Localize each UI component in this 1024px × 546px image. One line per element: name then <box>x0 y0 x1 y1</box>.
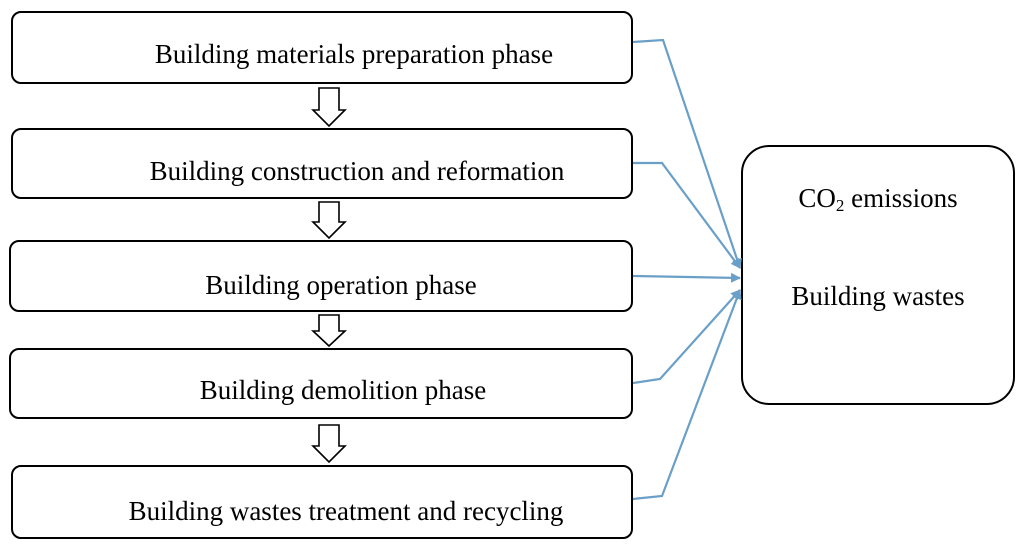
connector-arrow-operation <box>632 272 741 283</box>
output-box: CO2 emissions Building wastes <box>741 145 1015 405</box>
phase-box-materials-preparation: Building materials preparation phase <box>11 11 633 84</box>
connector-arrow-wastes <box>632 289 742 501</box>
phase-label: Building materials preparation phase <box>154 39 554 69</box>
phase-box-wastes-treatment: Building wastes treatment and recycling <box>11 465 633 539</box>
connector-arrow-demolition <box>632 289 741 385</box>
phase-box-construction-reformation: Building construction and reformation <box>11 128 633 199</box>
building-wastes-label: Building wastes <box>791 281 965 311</box>
down-arrow-icon <box>311 201 347 240</box>
connector-arrow-construction <box>633 161 741 269</box>
phase-label: Building demolition phase <box>199 375 487 405</box>
phase-box-demolition: Building demolition phase <box>9 348 633 419</box>
connector-arrow-materials <box>632 38 742 269</box>
phase-label: Building construction and reformation <box>149 156 565 186</box>
down-arrow-icon <box>310 314 348 348</box>
down-arrow-icon <box>311 87 347 128</box>
down-arrow-icon <box>311 424 347 464</box>
phase-label: Building operation phase <box>205 269 477 300</box>
co2-emissions-label: CO2 emissions <box>798 183 958 215</box>
phase-label: Building wastes treatment and recycling <box>128 495 564 526</box>
phase-box-operation: Building operation phase <box>9 240 633 312</box>
